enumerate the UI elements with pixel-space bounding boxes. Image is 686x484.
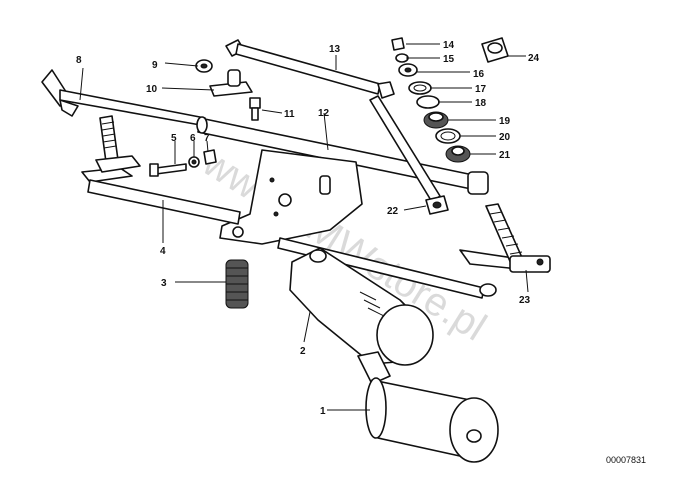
label-4: 4 (160, 246, 166, 257)
right-lower-rod (277, 237, 497, 299)
part-24-cap (481, 37, 509, 63)
part-23-right-wiper-pivot (485, 203, 551, 273)
part-2-motor-housing (289, 247, 434, 366)
part-13-upper-rod (225, 39, 395, 99)
part-14-nut (391, 37, 405, 51)
label-14: 14 (443, 40, 455, 51)
reference-code: 00007831 (606, 455, 646, 465)
part-4-lower-rod (81, 167, 241, 225)
label-10: 10 (146, 84, 158, 95)
part-6-washer (188, 156, 200, 168)
label-7: 7 (204, 133, 210, 144)
label-23: 23 (519, 295, 531, 306)
left-wiper-pivot (95, 115, 141, 173)
label-22: 22 (387, 206, 399, 217)
part-5-bolt (149, 163, 187, 177)
part-10-bracket (209, 69, 253, 97)
part-1-wiper-motor (357, 351, 499, 463)
part-16-nut (398, 63, 418, 77)
part-17-ring (408, 81, 432, 95)
label-2: 2 (300, 346, 306, 357)
label-9: 9 (152, 60, 158, 71)
label-8: 8 (76, 55, 82, 66)
part-21-bushing (445, 145, 471, 163)
part-labels: 1 2 3 4 5 6 7 8 9 10 11 12 13 14 15 16 1… (76, 40, 540, 417)
label-3: 3 (161, 278, 167, 289)
part-19-grommet (423, 111, 449, 129)
part-11-bolt (249, 97, 261, 121)
label-12: 12 (318, 108, 330, 119)
label-1: 1 (320, 406, 326, 417)
label-11: 11 (284, 109, 295, 120)
label-21: 21 (499, 150, 511, 161)
label-13: 13 (329, 44, 341, 55)
part-7-clip (203, 149, 217, 165)
label-5: 5 (171, 133, 177, 144)
central-mounting-bracket (219, 149, 363, 245)
label-15: 15 (443, 54, 455, 65)
part-18-washer (416, 95, 440, 109)
label-19: 19 (499, 116, 511, 127)
label-6: 6 (190, 133, 196, 144)
part-20-seal (435, 128, 461, 144)
label-17: 17 (475, 84, 487, 95)
part-9-grommet (195, 59, 213, 73)
part-3-spring (225, 259, 249, 309)
label-20: 20 (499, 132, 511, 143)
part-12-frame-tube (196, 116, 489, 195)
label-24: 24 (528, 53, 540, 64)
label-16: 16 (473, 69, 485, 80)
part-8-left-push-rod (41, 69, 207, 127)
label-18: 18 (475, 98, 487, 109)
part-22-bushing (425, 195, 449, 215)
leader-lines (79, 43, 529, 411)
right-link-rod (369, 95, 441, 203)
